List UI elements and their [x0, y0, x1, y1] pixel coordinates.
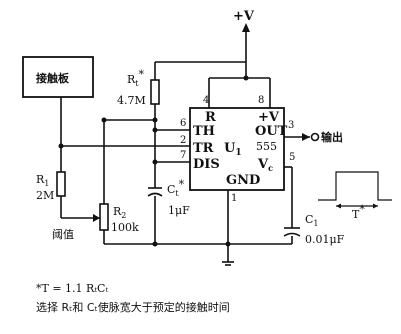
pin-5-number: 5 [289, 152, 295, 163]
touch-plate: 接触板 [22, 56, 94, 98]
resistor-r1: R1 2M [36, 146, 100, 219]
pin-2-label: TR [193, 141, 214, 156]
ic-555: 4 8 R +V 6 TH 2 TR 7 DIS U1 555 OUT 3 Vc… [180, 95, 295, 244]
r1-value: 2M [36, 189, 54, 202]
pin-7-number: 7 [180, 150, 186, 161]
threshold-discharge-junctions [152, 127, 190, 165]
ground-bus [104, 241, 292, 266]
pulse-width-label: T* [352, 203, 365, 221]
pulse-waveform: T* [318, 171, 392, 221]
description-note: 选择 Rₜ和 Cₜ使脉宽大于预定的接触时间 [36, 301, 230, 314]
r1-name: R1 [36, 173, 49, 188]
potentiometer-r2: R2 100k 阈值 [52, 117, 158, 244]
ct-name: Ct* [167, 178, 185, 198]
pin-8-label: +V [258, 110, 280, 125]
pin-3-number: 3 [288, 120, 294, 131]
ic-part: 555 [256, 140, 277, 153]
supply-rail [155, 61, 271, 108]
capacitor-ct: Ct* 1μF [147, 178, 190, 244]
pin-3-label: OUT [255, 124, 288, 139]
rt-name: Rt* [127, 68, 145, 88]
supply-terminal: +V [233, 9, 255, 62]
pin-5-label: Vc [257, 157, 273, 173]
c1-value: 0.01μF [305, 233, 345, 246]
r2-value: 100k [111, 221, 139, 234]
pin-1-number: 1 [231, 193, 237, 204]
pin-7-label: DIS [193, 157, 220, 172]
pin-6-number: 6 [180, 118, 186, 129]
pin-4-number: 4 [203, 95, 209, 106]
r2-name: R2 [113, 205, 126, 220]
resistor-rt: Rt* 4.7M [117, 62, 160, 188]
pin-2-number: 2 [180, 135, 186, 146]
pin-4-label: R [205, 110, 216, 125]
pin-8-number: 8 [258, 95, 264, 106]
pin-6-label: TH [193, 124, 215, 139]
c1-name: C1 [305, 213, 319, 228]
output-terminal: 输出 [284, 130, 343, 144]
pin-1-label: GND [226, 173, 260, 188]
threshold-label: 阈值 [52, 227, 74, 241]
touch-plate-label: 接触板 [36, 71, 70, 85]
ct-value: 1μF [168, 204, 190, 217]
rt-value: 4.7M [117, 94, 146, 107]
ic-reference: U1 [224, 141, 242, 158]
output-label: 输出 [321, 130, 343, 144]
supply-label: +V [233, 9, 255, 24]
capacitor-c1: C1 0.01μF [283, 166, 345, 246]
formula-note: *T = 1.1 RₜCₜ [36, 282, 109, 295]
